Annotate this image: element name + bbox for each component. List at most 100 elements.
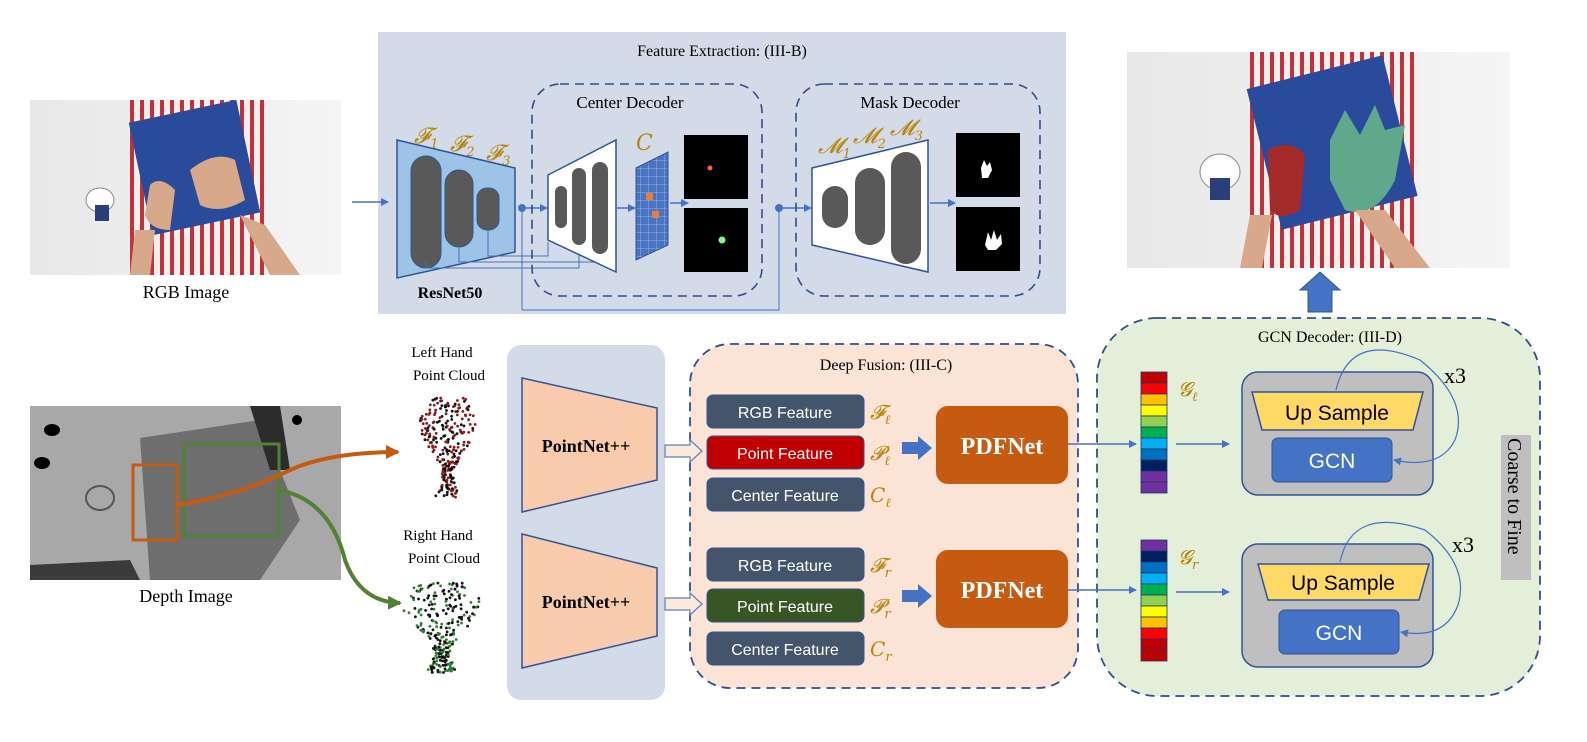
point-cloud-dot xyxy=(429,600,433,604)
point-cloud-dot xyxy=(431,398,435,402)
right-cloud-arrow xyxy=(278,488,402,610)
point-cloud-dot xyxy=(446,476,450,480)
left-upsample-label: Up Sample xyxy=(1285,402,1389,425)
right-pdfnet-box xyxy=(936,550,1068,628)
left-rgb-feature-label: RGB Feature xyxy=(738,405,832,422)
mask-decoder-box xyxy=(795,83,1041,297)
point-cloud-dot xyxy=(428,408,432,412)
point-cloud-dot xyxy=(472,605,476,609)
point-cloud-dot xyxy=(435,656,439,660)
point-cloud-dot xyxy=(446,490,449,494)
point-cloud-dot xyxy=(441,452,445,455)
right-upsample-box xyxy=(1257,563,1430,601)
point-cloud-dot xyxy=(443,659,447,662)
gcn-to-output-arrow xyxy=(1298,271,1342,313)
point-cloud-dot xyxy=(413,607,417,610)
point-cloud-dot xyxy=(439,648,442,652)
point-cloud-dot xyxy=(464,414,467,418)
point-cloud-dot xyxy=(420,432,424,436)
point-cloud-dot xyxy=(440,415,444,418)
point-cloud-dot xyxy=(442,647,446,651)
point-cloud-dot xyxy=(434,408,437,412)
point-cloud-dot xyxy=(468,615,472,618)
point-cloud-dot xyxy=(453,587,457,591)
point-cloud-dot xyxy=(433,411,437,415)
point-cloud-dot xyxy=(431,628,435,632)
point-cloud-dot xyxy=(424,431,428,435)
point-cloud-dot xyxy=(441,475,444,479)
latent-code-cell xyxy=(1140,481,1168,494)
latent-code-cell xyxy=(1140,550,1168,563)
point-cloud-dot xyxy=(468,413,472,417)
point-cloud-dot xyxy=(428,424,431,427)
point-cloud-dot xyxy=(446,653,450,657)
point-cloud-dot xyxy=(444,412,448,416)
point-cloud-dot xyxy=(449,476,453,479)
point-cloud-dot xyxy=(435,420,439,424)
point-cloud-dot xyxy=(474,605,478,609)
rgb-image-caption: RGB Image xyxy=(143,282,229,302)
point-cloud-dot xyxy=(454,495,457,499)
point-cloud-dot xyxy=(454,485,457,489)
point-cloud-dot xyxy=(442,609,445,612)
point-cloud-dot xyxy=(438,652,441,655)
deep-fusion-title: Deep Fusion: (III-C) xyxy=(820,357,952,374)
point-cloud-dot xyxy=(432,438,435,442)
point-cloud-dot xyxy=(460,417,464,421)
point-cloud-dot xyxy=(429,632,433,636)
point-cloud-dot xyxy=(439,437,443,440)
point-cloud-dot xyxy=(454,492,457,495)
point-cloud-dot xyxy=(452,405,455,408)
point-cloud-dot xyxy=(450,418,454,421)
right-to-pdfnet-arrow xyxy=(902,584,932,608)
point-cloud-dot xyxy=(448,460,451,464)
point-cloud-dot xyxy=(467,431,471,434)
point-cloud-dot xyxy=(448,445,452,449)
point-cloud-dot xyxy=(461,410,465,413)
point-cloud-dot xyxy=(449,480,453,483)
left-gcn-label: GCN xyxy=(1309,450,1356,473)
point-cloud-dot xyxy=(432,594,436,598)
point-cloud-dot xyxy=(460,449,463,453)
left-hand-crop-box xyxy=(131,463,179,542)
point-cloud-dot xyxy=(468,619,471,622)
latent-code-cell xyxy=(1140,371,1168,384)
point-cloud-dot xyxy=(439,626,443,629)
left-gcn-box xyxy=(1271,437,1393,483)
point-cloud-dot xyxy=(445,403,449,406)
mask-junction xyxy=(775,204,783,212)
point-cloud-dot xyxy=(421,629,425,633)
point-cloud-dot xyxy=(435,621,439,625)
point-cloud-dot xyxy=(420,417,424,421)
pointnet-bottom-block xyxy=(521,533,658,669)
point-cloud-dot xyxy=(445,630,449,634)
point-cloud-dot xyxy=(447,589,451,593)
depth-image-caption: Depth Image xyxy=(139,586,232,606)
point-cloud-dot xyxy=(445,597,448,601)
point-cloud-dot xyxy=(423,438,427,442)
point-cloud-dot xyxy=(436,458,439,462)
pointnet-top-block xyxy=(521,377,658,513)
backbone-feature-2: 𝓕2 xyxy=(450,132,475,160)
right-center-symbol: 𝐶r xyxy=(870,637,892,665)
point-cloud-dot xyxy=(445,440,448,444)
point-cloud-dot xyxy=(439,396,443,400)
point-cloud-dot xyxy=(449,587,453,591)
left-hand-point-cloud xyxy=(419,396,477,499)
point-cloud-dot xyxy=(440,423,444,427)
point-cloud-dot xyxy=(451,609,455,613)
left-center-dot xyxy=(707,165,713,171)
left-cloud-caption-line1: Left Hand xyxy=(411,345,473,361)
point-cloud-dot xyxy=(448,428,451,431)
point-cloud-dot xyxy=(429,583,433,587)
point-cloud-dot xyxy=(448,649,452,653)
point-cloud-dot xyxy=(461,396,465,400)
latent-code-cell xyxy=(1140,470,1168,483)
point-cloud-dot xyxy=(441,427,445,431)
point-cloud-dot xyxy=(455,413,459,417)
point-cloud-dot xyxy=(453,402,457,406)
point-cloud-dot xyxy=(426,438,430,442)
center-decoder-network xyxy=(547,138,617,274)
point-cloud-dot xyxy=(442,671,445,674)
